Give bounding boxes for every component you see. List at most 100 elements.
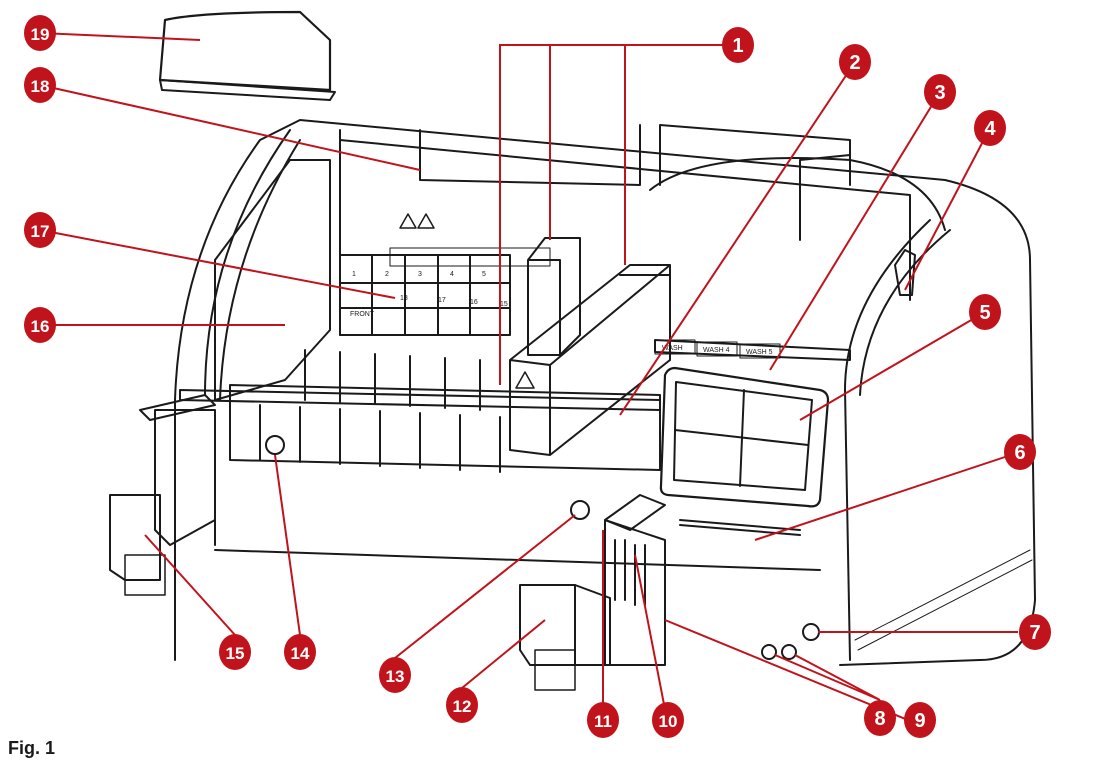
right-drawer-lid	[604, 494, 666, 531]
callout-7-bubble	[1019, 614, 1051, 650]
rack-row-1	[339, 254, 511, 336]
callout-10-number: 10	[659, 712, 678, 731]
reagent-rack	[339, 254, 511, 336]
center-drawer-foot	[534, 649, 576, 691]
callout-13-number: 13	[386, 667, 405, 686]
callout-7-number: 7	[1029, 622, 1040, 644]
slot-label-4: 4	[450, 271, 454, 278]
left-drawer-handle	[109, 494, 161, 581]
callout-15-bubble	[219, 634, 251, 670]
callout-16: 16	[24, 307, 56, 343]
leader-6	[754, 451, 1021, 541]
callout-11-number: 11	[594, 712, 612, 731]
touch-screen-divide	[674, 389, 809, 487]
callout-1-bubble	[722, 27, 754, 63]
callout-5-bubble	[969, 294, 1001, 330]
callout-11: 11	[587, 702, 619, 738]
touch-screen-frame	[659, 366, 830, 508]
button-center	[570, 500, 590, 520]
callout-13-bubble	[379, 657, 411, 693]
callout-18-number: 18	[31, 77, 50, 96]
wash-label-text-3: WASH 5	[746, 349, 773, 356]
callout-14-bubble	[284, 634, 316, 670]
callout-18: 18	[24, 67, 56, 103]
front-label: FRONT	[350, 311, 375, 318]
wash-label-2	[696, 341, 738, 357]
right-drawer	[604, 519, 666, 666]
callout-1-number: 1	[732, 35, 743, 57]
callout-17-number: 17	[31, 222, 50, 241]
right-drawer-slots	[614, 539, 646, 606]
top-dome-panel	[799, 154, 851, 241]
callout-14-number: 14	[291, 644, 310, 663]
callout-8-bubble	[864, 700, 896, 736]
touch-screen-display	[673, 381, 813, 491]
callout-5-number: 5	[979, 302, 990, 324]
leader-8	[774, 654, 881, 701]
left-drawer-tray	[139, 394, 216, 421]
leader-18	[39, 84, 421, 171]
arm-beam	[509, 264, 671, 456]
left-side-panel	[214, 159, 331, 401]
leader-12	[461, 619, 546, 689]
callout-7: 7	[1019, 614, 1051, 650]
wash-label-text-2: WASH 4	[703, 347, 730, 354]
leader-15	[144, 534, 236, 636]
leader-19	[39, 32, 201, 41]
rack-grid-top	[389, 247, 551, 267]
callout-15: 15	[219, 634, 251, 670]
center-drawer-body	[574, 584, 611, 666]
top-dome	[649, 157, 946, 231]
callout-6: 6	[1004, 434, 1036, 470]
tray-baths-back	[304, 349, 481, 411]
callout-10: 10	[652, 702, 684, 738]
callout-9-bubble	[904, 702, 936, 738]
callout-6-bubble	[1004, 434, 1036, 470]
warning-sign-1	[399, 213, 417, 229]
wash-label-text-1: WASH	[662, 345, 683, 352]
callout-14: 14	[284, 634, 316, 670]
leader-4	[904, 127, 991, 291]
callout-3-bubble	[924, 74, 956, 110]
slot-label-18: 18	[400, 295, 408, 302]
slot-label-5: 5	[482, 271, 486, 278]
callout-12: 12	[446, 687, 478, 723]
top-dome-inner	[659, 124, 851, 186]
callout-17-bubble	[24, 212, 56, 248]
left-drawer-foot	[124, 554, 166, 596]
slot-label-15: 15	[500, 301, 508, 308]
callout-3-number: 3	[934, 82, 945, 104]
callout-4-number: 4	[984, 118, 996, 140]
leader-13	[394, 514, 576, 659]
leader-1	[499, 44, 730, 385]
callout-19: 19	[24, 15, 56, 51]
callout-5: 5	[969, 294, 1001, 330]
callout-17: 17	[24, 212, 56, 248]
callout-18-bubble	[24, 67, 56, 103]
figure-caption: Fig. 1	[8, 738, 56, 758]
callout-4-bubble	[974, 110, 1006, 146]
callout-4: 4	[974, 110, 1006, 146]
housing-right-side-inner	[859, 229, 951, 396]
warning-sign-2	[417, 213, 435, 229]
back-wall-top	[419, 124, 641, 186]
arm-rail	[619, 274, 671, 361]
callout-16-number: 16	[31, 317, 50, 336]
printer-slot	[679, 519, 801, 536]
callout-10-bubble	[652, 702, 684, 738]
wash-label-3	[739, 343, 781, 359]
callout-9: 9	[904, 702, 936, 738]
callout-11-bubble	[587, 702, 619, 738]
leader-14	[274, 454, 301, 636]
leader-5	[799, 311, 986, 421]
slot-label-17: 17	[438, 297, 446, 304]
leader-2	[619, 61, 856, 416]
button-left	[265, 435, 285, 455]
callout-2: 2	[839, 44, 871, 80]
callout-19-number: 19	[31, 25, 50, 44]
wash-label-1	[654, 339, 696, 355]
tray-baths-front	[259, 404, 501, 473]
housing-bottom-edge	[214, 519, 821, 571]
callout-8: 8	[864, 700, 896, 736]
callout-8-number: 8	[874, 708, 885, 730]
